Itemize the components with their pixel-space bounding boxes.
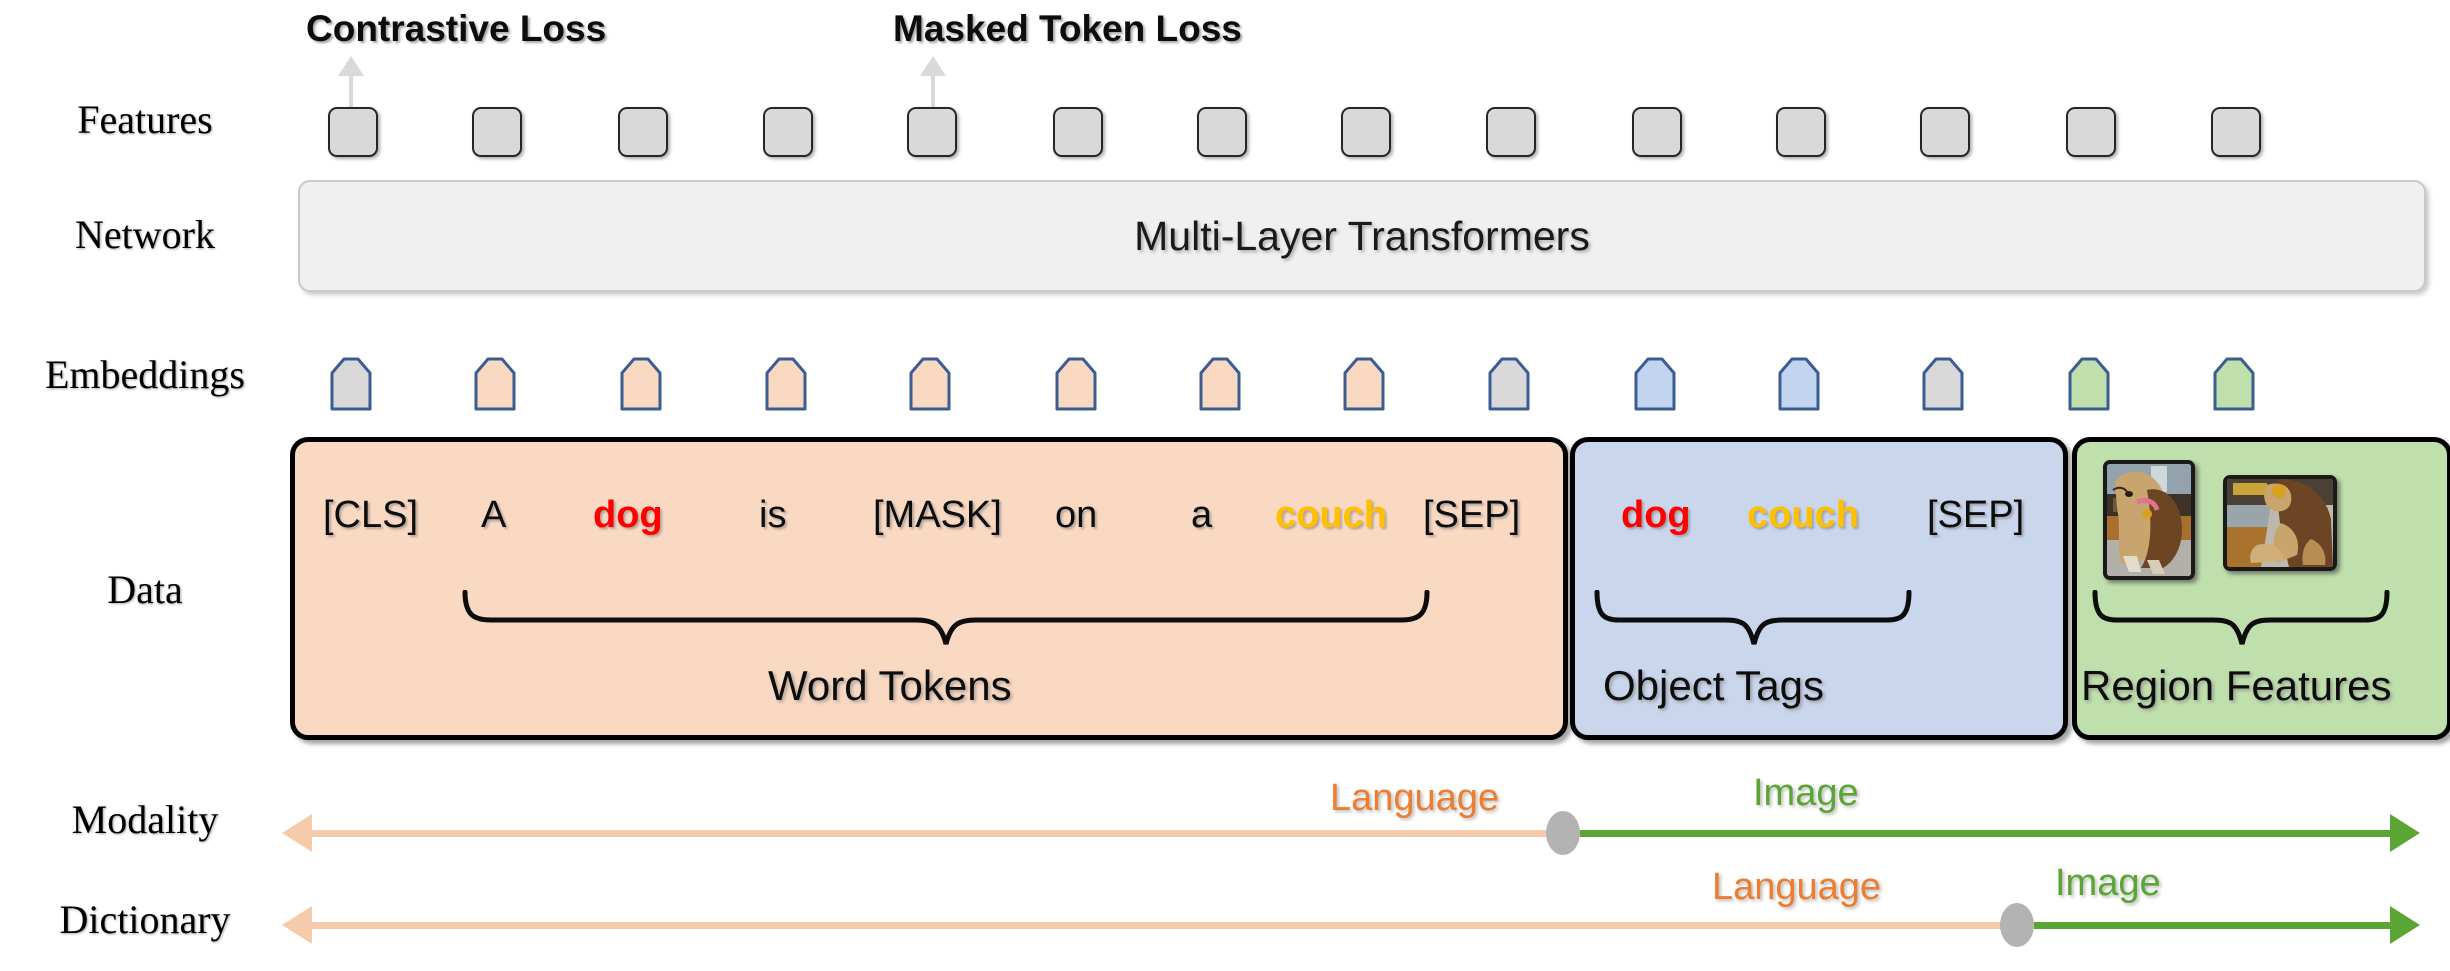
loss-label-masked-token: Masked Token Loss	[893, 8, 1242, 49]
embedding-pentagon-10-blue	[1776, 357, 1822, 411]
network-transformer-bar: Multi-Layer Transformers	[298, 180, 2426, 292]
feature-box-11	[1920, 107, 1970, 157]
token-on: on	[1055, 494, 1098, 536]
modality-caption-image: Image	[1753, 772, 1859, 814]
modality-right-arrowhead-icon	[2390, 814, 2420, 852]
row-label-network: Network	[75, 212, 215, 257]
object-tags-brace	[1593, 590, 1913, 648]
token-dog: dog	[593, 494, 663, 536]
embedding-pentagon-11-gray	[1920, 357, 1966, 411]
embedding-pentagon-1-orange	[472, 357, 518, 411]
token-a2: a	[1191, 494, 1213, 536]
row-label-data: Data	[107, 567, 183, 612]
feature-box-3	[763, 107, 813, 157]
embedding-pentagon-13-green	[2211, 357, 2257, 411]
dictionary-split-knob[interactable]	[2000, 903, 2034, 947]
modality-split-knob[interactable]	[1546, 811, 1580, 855]
row-label-embeddings: Embeddings	[45, 352, 245, 397]
data-box-word-tokens: [CLS] A dog is [MASK] on a couch [SEP] W…	[290, 437, 1568, 740]
embedding-pentagon-9-blue	[1632, 357, 1678, 411]
dictionary-image-segment	[2034, 922, 2390, 929]
dictionary-caption-language: Language	[1712, 866, 1882, 908]
embedding-pentagon-12-green	[2066, 357, 2112, 411]
word-token-list: [CLS] A dog is [MASK] on a couch [SEP]	[295, 494, 1563, 552]
token-is: is	[759, 494, 787, 536]
masked-token-loss-arrow-icon	[920, 56, 946, 118]
feature-box-1	[472, 107, 522, 157]
feature-box-10	[1776, 107, 1826, 157]
token-mask: [MASK]	[873, 494, 1002, 536]
data-box-region-features: Region Features	[2072, 437, 2450, 740]
group-caption-word-tokens: Word Tokens	[768, 662, 1012, 709]
region-features-brace	[2091, 590, 2391, 648]
embedding-pentagon-2-orange	[618, 357, 664, 411]
dictionary-left-arrowhead-icon	[282, 906, 312, 944]
contrastive-loss-arrow-icon	[338, 56, 364, 118]
feature-box-5	[1053, 107, 1103, 157]
token-a: A	[481, 494, 507, 536]
data-box-object-tags: dog couch [SEP] Object Tags	[1570, 437, 2068, 740]
feature-box-2	[618, 107, 668, 157]
feature-box-0	[328, 107, 378, 157]
feature-box-4	[907, 107, 957, 157]
feature-box-9	[1632, 107, 1682, 157]
tag-sep: [SEP]	[1927, 494, 2025, 536]
embedding-pentagon-4-orange	[907, 357, 953, 411]
object-tag-list: dog couch [SEP]	[1575, 494, 2063, 552]
region-thumbnail-2	[2223, 475, 2337, 571]
embedding-pentagon-6-orange	[1197, 357, 1243, 411]
group-caption-region-features: Region Features	[2081, 662, 2392, 709]
dictionary-language-segment	[310, 922, 2016, 929]
feature-box-6	[1197, 107, 1247, 157]
tag-couch: couch	[1747, 494, 1859, 536]
row-label-features: Features	[77, 97, 213, 142]
token-sep: [SEP]	[1423, 494, 1521, 536]
modality-left-arrowhead-icon	[282, 814, 312, 852]
feature-box-7	[1341, 107, 1391, 157]
network-bar-label: Multi-Layer Transformers	[1134, 212, 1590, 259]
feature-box-12	[2066, 107, 2116, 157]
tag-dog: dog	[1621, 494, 1691, 536]
modality-image-segment	[1580, 830, 2390, 837]
embedding-pentagon-5-orange	[1053, 357, 1099, 411]
modality-language-segment	[310, 830, 1562, 837]
embedding-pentagon-3-orange	[763, 357, 809, 411]
region-thumbnail-1	[2103, 460, 2195, 580]
embedding-pentagon-0-gray	[328, 357, 374, 411]
row-label-modality: Modality	[71, 797, 219, 842]
group-caption-object-tags: Object Tags	[1603, 662, 1825, 709]
embedding-pentagon-8-gray	[1486, 357, 1532, 411]
modality-caption-language: Language	[1330, 777, 1500, 819]
dictionary-caption-image: Image	[2055, 862, 2161, 904]
dictionary-right-arrowhead-icon	[2390, 906, 2420, 944]
token-cls: [CLS]	[323, 494, 419, 536]
loss-label-contrastive: Contrastive Loss	[306, 8, 607, 49]
token-couch: couch	[1275, 494, 1387, 536]
word-tokens-brace	[461, 590, 1431, 648]
feature-box-13	[2211, 107, 2261, 157]
row-label-dictionary: Dictionary	[59, 897, 231, 942]
embedding-pentagon-7-orange	[1341, 357, 1387, 411]
feature-box-8	[1486, 107, 1536, 157]
